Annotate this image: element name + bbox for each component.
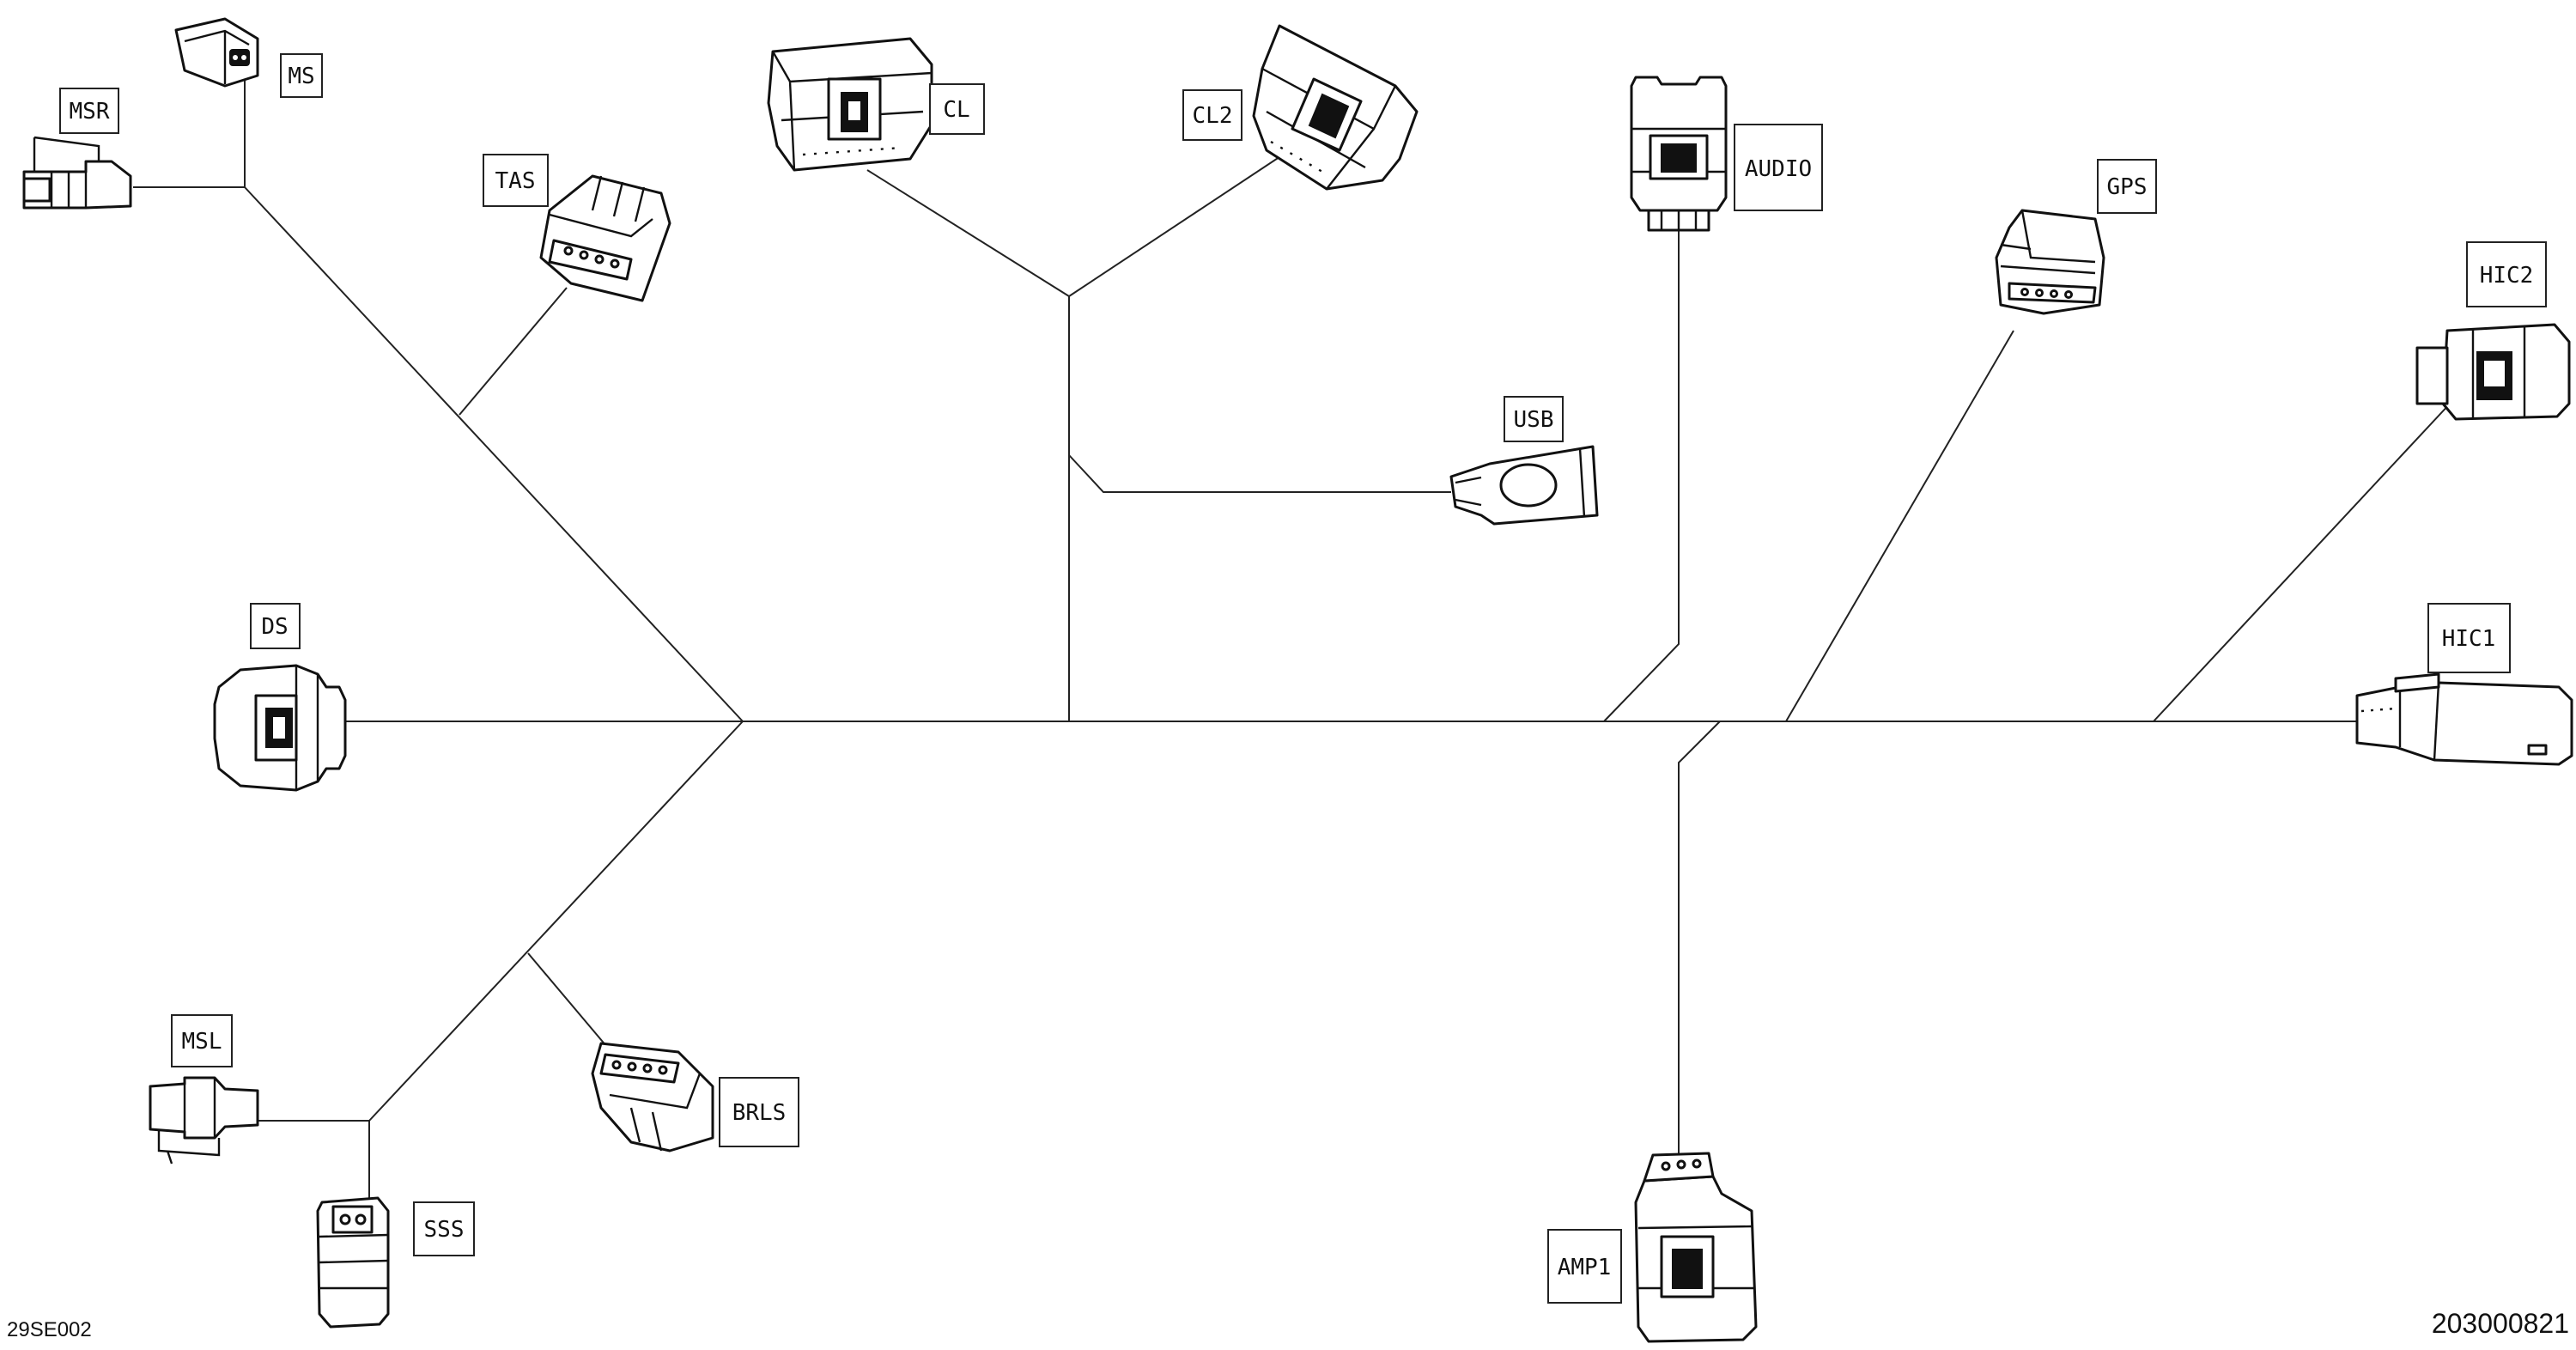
label-audio: AUDIO [1734,124,1823,211]
wire-to-amp1 [1678,721,1721,1155]
connector-amp1 [1634,1152,1758,1343]
connector-usb [1449,445,1599,526]
label-cl2-text: CL2 [1193,103,1233,129]
label-ds-text: DS [261,614,288,640]
label-gps: GPS [2097,159,2157,214]
connector-cl [767,37,933,172]
label-msl-text: MSL [182,1029,222,1055]
label-hic2: HIC2 [2466,241,2547,307]
label-cl-text: CL [943,97,969,123]
connector-audio [1630,76,1728,232]
label-hic1: HIC1 [2427,603,2511,673]
connector-brls [591,1042,714,1152]
connector-tas [539,174,671,302]
label-ds: DS [250,603,301,649]
connector-ms [174,17,259,88]
label-tas: TAS [483,154,549,207]
harness-wires [133,76,2452,1202]
label-amp1-text: AMP1 [1558,1255,1612,1280]
figure-code-left: 29SE002 [7,1318,92,1341]
label-msr: MSR [59,88,119,134]
label-usb-text: USB [1514,407,1554,433]
connector-hic2 [2415,323,2571,421]
label-sss-text: SSS [424,1217,465,1243]
connector-ds [213,664,347,792]
label-hic2-text: HIC2 [2480,263,2534,289]
connector-cl2 [1252,24,1419,191]
connector-gps [1995,209,2105,315]
label-brls-text: BRLS [732,1100,787,1126]
label-audio-text: AUDIO [1745,156,1812,182]
label-gps-text: GPS [2107,174,2148,200]
label-cl2: CL2 [1182,89,1242,141]
label-tas-text: TAS [495,168,536,194]
label-sss: SSS [413,1201,475,1256]
connector-msr [22,136,132,210]
figure-code-right: 203000821 [2431,1308,2569,1339]
wire-to-gps [1785,330,2014,722]
wire-to-usb [1068,454,1451,493]
label-hic1-text: HIC1 [2442,626,2496,652]
connector-hic1 [2355,672,2573,766]
wire-to-audio [1603,230,1680,722]
wire-to-hic2 [2153,401,2452,722]
label-usb: USB [1504,396,1564,442]
wire-to-ms-msr [244,186,744,722]
wire-to-brls [527,952,612,1053]
label-ms: MS [280,53,323,98]
wire-to-tas [459,287,568,416]
wire-to-cl2 [1068,139,1306,297]
label-cl: CL [929,83,985,135]
label-amp1: AMP1 [1547,1229,1622,1304]
label-msr-text: MSR [70,99,110,125]
connector-msl [149,1076,259,1165]
label-ms-text: MS [288,64,314,89]
label-msl: MSL [171,1014,233,1067]
label-brls: BRLS [719,1077,799,1147]
wire-to-cl [866,169,1070,297]
connector-sss [316,1196,390,1329]
wire-to-lower-left [368,721,744,1122]
